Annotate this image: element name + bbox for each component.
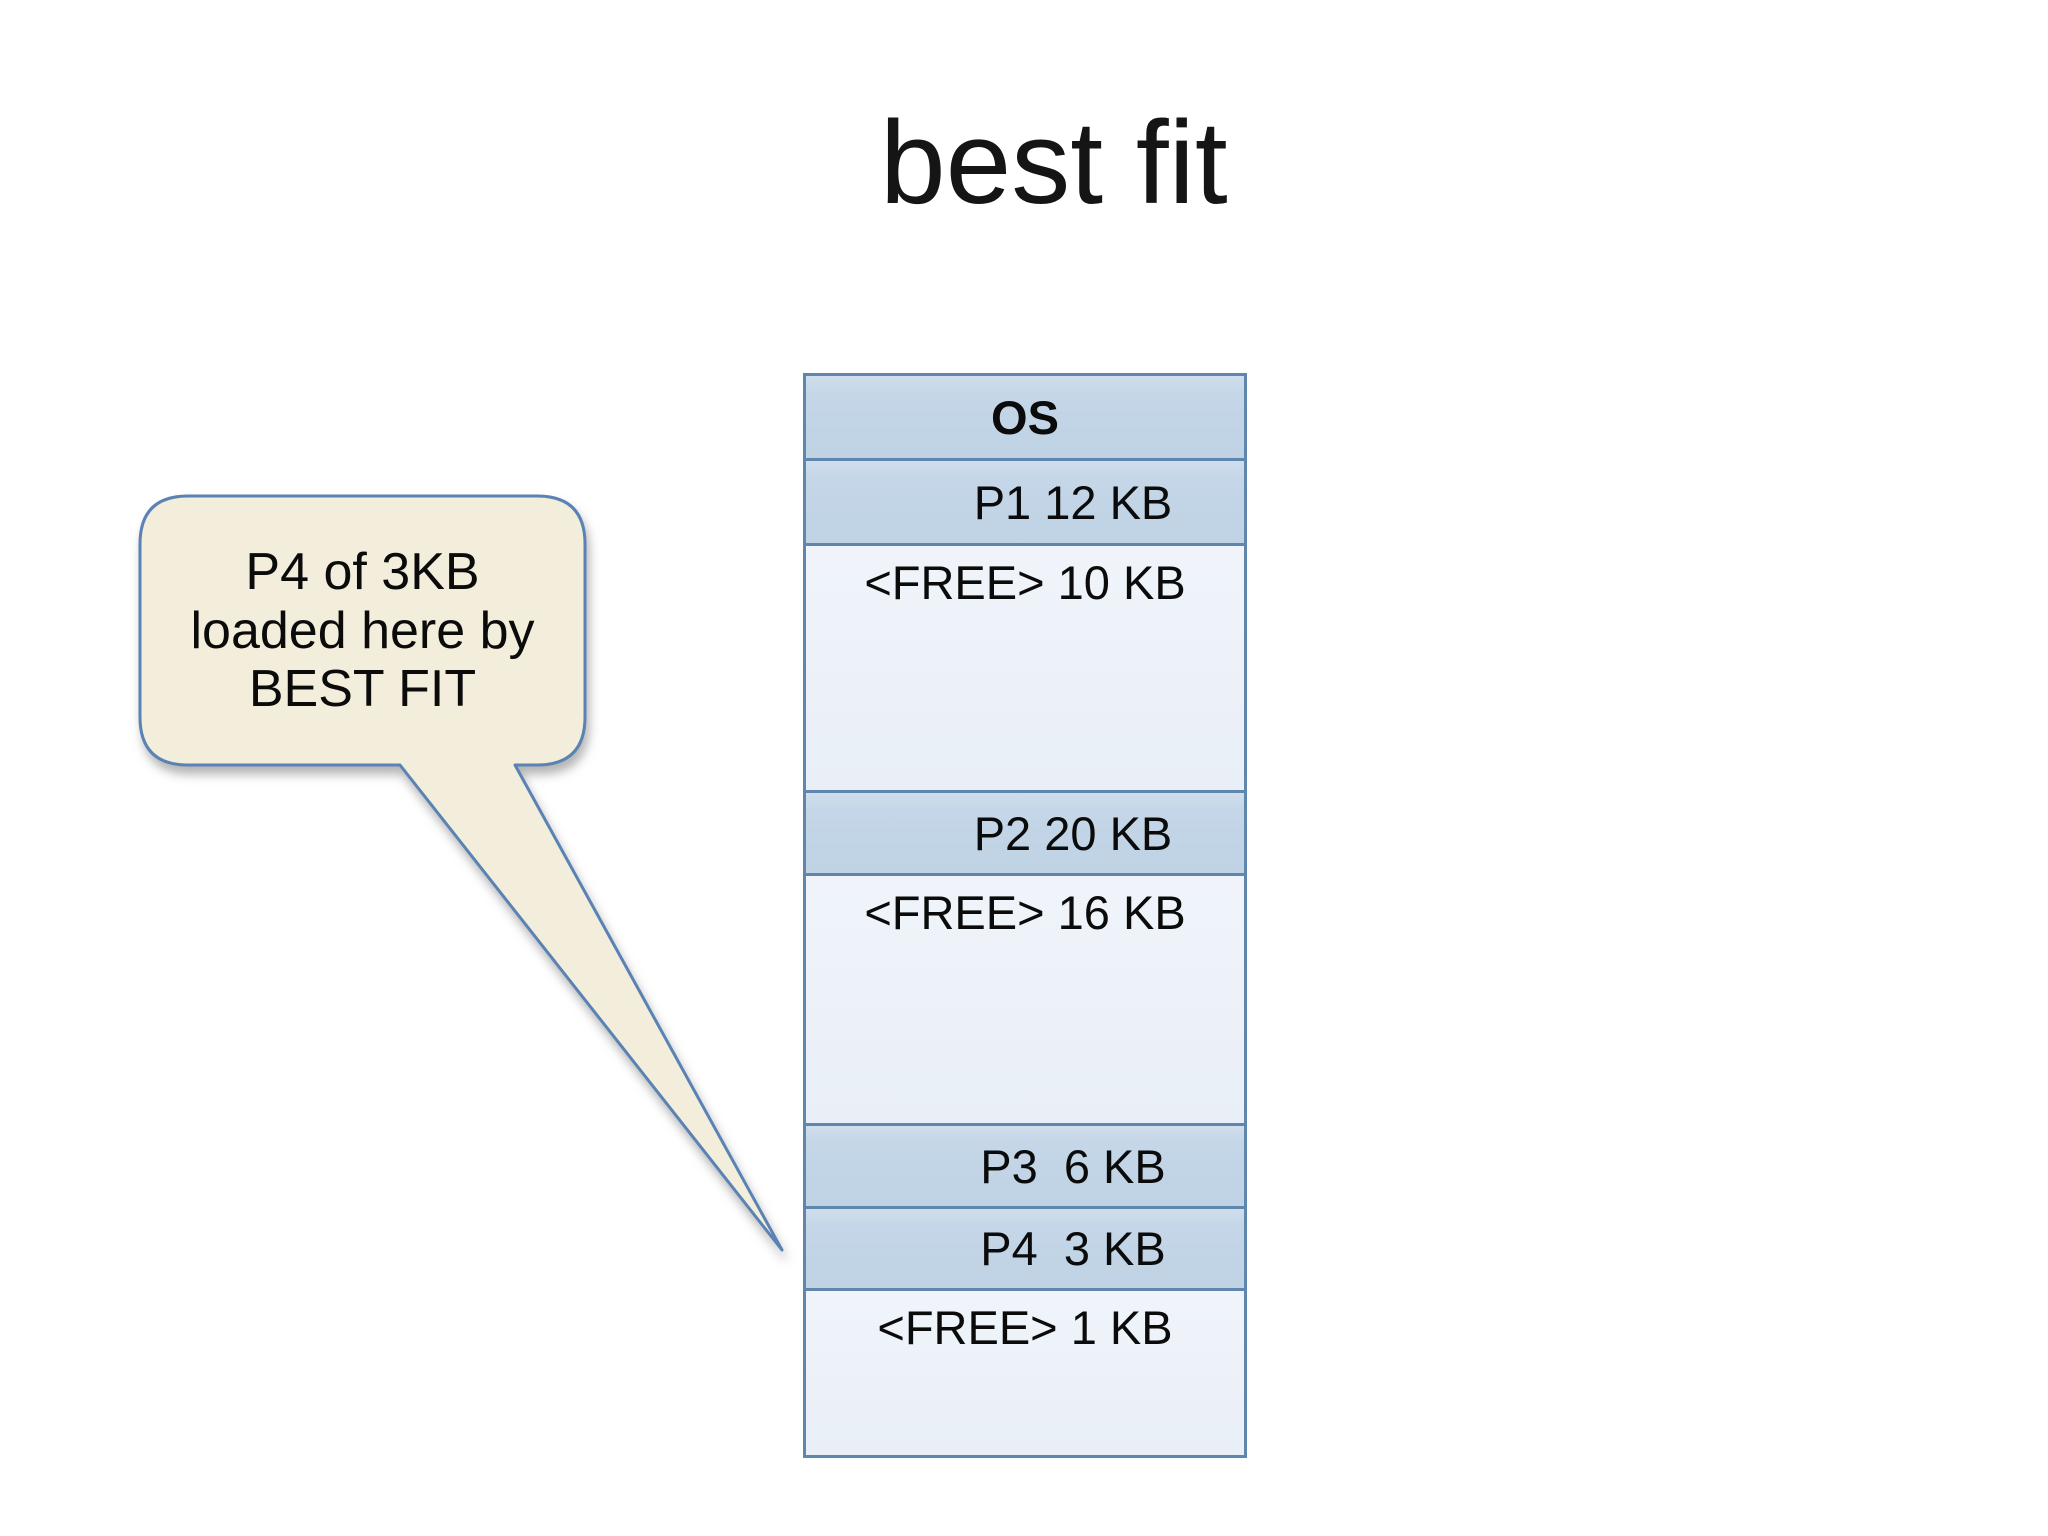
memory-block-free-10kb: <FREE> 10 KB [803,543,1247,793]
slide-title: best fit [880,97,1228,229]
memory-block-os-label: OS [991,390,1059,444]
callout-text: P4 of 3KB loaded here by BEST FIT [190,542,535,719]
memory-column: OS P1 12 KB <FREE> 10 KB P2 20 KB <FREE>… [803,373,1247,1458]
memory-block-p2: P2 20 KB [803,790,1247,876]
memory-block-free-1kb-label: <FREE> 1 KB [877,1301,1173,1354]
memory-block-free-1kb: <FREE> 1 KB [803,1288,1247,1458]
memory-block-os: OS [803,373,1247,461]
memory-block-free-10kb-label: <FREE> 10 KB [864,556,1186,609]
memory-block-p4: P4 3 KB [803,1206,1247,1291]
memory-block-free-16kb-label: <FREE> 16 KB [864,886,1186,939]
memory-block-p3-label: P3 6 KB [980,1139,1166,1193]
callout-bubble [138,494,784,1252]
memory-block-free-16kb: <FREE> 16 KB [803,873,1247,1126]
memory-block-p2-label: P2 20 KB [973,806,1173,860]
memory-block-p1-label: P1 12 KB [973,475,1173,529]
memory-block-p3: P3 6 KB [803,1123,1247,1209]
memory-block-p4-label: P4 3 KB [980,1222,1166,1275]
callout-bubble-shape [138,494,784,1252]
memory-block-p1: P1 12 KB [803,458,1247,546]
